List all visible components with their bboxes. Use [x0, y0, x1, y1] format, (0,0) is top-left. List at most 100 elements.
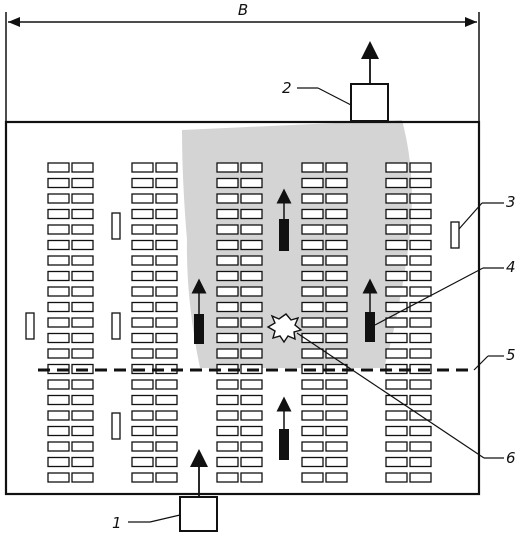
rack-block: [240, 177, 263, 189]
rack-block: [47, 301, 70, 313]
rack-block: [409, 348, 432, 359]
rack-block: [301, 456, 324, 468]
rack-block: [131, 270, 154, 282]
rack-block: [131, 208, 154, 220]
smoke-zone: [182, 120, 412, 368]
rack-block: [71, 332, 94, 344]
rack-block: [301, 394, 324, 406]
rack-block: [155, 177, 178, 189]
rack-block: [325, 286, 348, 297]
rack-block: [409, 301, 432, 313]
rack-block: [301, 224, 324, 235]
rack-block: [47, 270, 70, 282]
rack-block: [325, 317, 348, 328]
callout-1-label: 1: [112, 514, 122, 532]
rack-block: [385, 317, 408, 328]
rack-block: [409, 286, 432, 297]
rack-block: [240, 193, 263, 204]
rack-block: [47, 394, 70, 406]
rack-block: [47, 193, 70, 204]
rack-block: [131, 472, 154, 483]
rack-block: [409, 239, 432, 251]
rack-block: [47, 425, 70, 437]
rack-block: [71, 410, 94, 421]
rack-block: [301, 255, 324, 266]
air-unit: [191, 278, 207, 344]
air-units: [191, 188, 378, 460]
rack-block: [71, 394, 94, 406]
rack-block: [385, 286, 408, 297]
rack-block: [385, 224, 408, 235]
rack-block: [71, 456, 94, 468]
rack-block: [240, 317, 263, 328]
rack-block: [301, 410, 324, 421]
rack-block: [131, 224, 154, 235]
rack-block: [325, 270, 348, 282]
rack-block: [71, 301, 94, 313]
rack-block: [155, 472, 178, 483]
rack-block: [47, 177, 70, 189]
rack-block: [47, 348, 70, 359]
rack-block: [71, 193, 94, 204]
rack-block: [216, 239, 239, 251]
rack-block: [409, 270, 432, 282]
rack-block: [385, 270, 408, 282]
rack-block: [240, 379, 263, 390]
room-outline: [4, 120, 481, 496]
air-unit: [276, 188, 292, 251]
rack-block: [155, 193, 178, 204]
callout-4: 4: [374, 258, 516, 326]
rack-block: [155, 456, 178, 468]
rack-block: [216, 317, 239, 328]
rack-block: [131, 332, 154, 344]
rack-block: [325, 301, 348, 313]
rack-block: [216, 410, 239, 421]
rack-block: [325, 410, 348, 421]
rack-block: [240, 425, 263, 437]
rack-block: [155, 410, 178, 421]
rack-block: [325, 224, 348, 235]
rack-block: [301, 441, 324, 452]
rack-block: [409, 193, 432, 204]
rack-block: [385, 410, 408, 421]
rack-block: [240, 348, 263, 359]
rack-block: [71, 255, 94, 266]
rack-block: [409, 472, 432, 483]
rack-block: [301, 472, 324, 483]
rack-block: [216, 472, 239, 483]
rack-block: [409, 317, 432, 328]
rack-block: [325, 193, 348, 204]
exhaust-outlet: [350, 83, 389, 122]
air-unit: [276, 396, 292, 460]
rack-block: [131, 394, 154, 406]
rack-block: [409, 379, 432, 390]
rack-block: [301, 348, 324, 359]
rack-block: [131, 425, 154, 437]
rack-block: [240, 472, 263, 483]
rack-block: [301, 239, 324, 251]
rack-block: [131, 441, 154, 452]
rack-block: [240, 162, 263, 173]
rack-block: [71, 270, 94, 282]
rack-block: [240, 239, 263, 251]
rack-block: [47, 224, 70, 235]
wall-element: [25, 312, 35, 340]
air-unit: [362, 278, 378, 342]
rack-block: [71, 317, 94, 328]
rack-block: [71, 224, 94, 235]
callout-2-label: 2: [282, 79, 292, 97]
rack-block: [47, 472, 70, 483]
rack-block: [409, 332, 432, 344]
rack-block: [71, 441, 94, 452]
rack-block: [131, 348, 154, 359]
rack-block: [409, 224, 432, 235]
rack-block: [155, 301, 178, 313]
rack-block: [301, 177, 324, 189]
rack-block: [409, 177, 432, 189]
rack-block: [385, 425, 408, 437]
rack-block: [155, 425, 178, 437]
rack-block: [216, 286, 239, 297]
rack-block: [216, 162, 239, 173]
rack-block: [216, 301, 239, 313]
rack-block: [71, 425, 94, 437]
